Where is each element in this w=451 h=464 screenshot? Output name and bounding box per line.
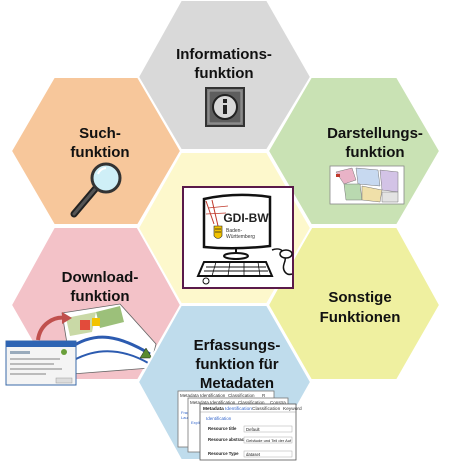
- form-field1-value: Default: [246, 427, 260, 432]
- hex-darstellungsfunktion-line1: Darstellungs-: [327, 125, 423, 142]
- form-field3-value: dataset: [246, 452, 261, 457]
- form-side2: Lauf: [181, 415, 190, 420]
- form-section: Identification: [206, 416, 232, 421]
- hex-erfassungsfunktion-line3: Metadaten: [200, 375, 274, 392]
- hex-suchfunktion: Such- funktion: [9, 76, 183, 226]
- form-mid-tab2: Identification: [210, 400, 236, 405]
- form-side3: Expli: [191, 420, 200, 425]
- hex-sonstige-line2: Funktionen: [320, 309, 401, 326]
- logo-sub2: Württemberg: [226, 234, 255, 240]
- form-field2-label: Resource abstract: [208, 437, 246, 442]
- form-back-tab4: R: [262, 393, 266, 398]
- form-back-tab3: Classification: [228, 393, 255, 398]
- hex-downloadfunktion-line1: Download-: [62, 269, 139, 286]
- hex-informationsfunktion-line1: Informations-: [176, 46, 272, 63]
- hex-erfassungsfunktion-line2: funktion für: [195, 356, 278, 373]
- hex-darstellungsfunktion: Darstellungs- funktion: [266, 76, 442, 226]
- hex-informationsfunktion: Informations- funktion: [136, 0, 313, 151]
- logo-sub1: Baden-: [226, 228, 242, 234]
- form-mid-tab4: Constra: [270, 400, 286, 405]
- hex-informationsfunktion-line2: funktion: [194, 65, 253, 82]
- form-back-tab2: Identification: [200, 393, 226, 398]
- form-front-tab1: Metadata: [203, 406, 224, 412]
- info-icon: [205, 87, 245, 127]
- logo-text: GDI-BW: [223, 211, 269, 225]
- form-front-tab4: Keyword: [283, 406, 302, 412]
- form-field1-label: Resource title: [208, 426, 237, 431]
- hex-erfassungsfunktion-line1: Erfassungs-: [194, 337, 281, 354]
- hex-suchfunktion-line1: Such-: [79, 125, 121, 142]
- form-front-tab2: Identification: [225, 406, 252, 412]
- form-side1: Frage: [181, 410, 192, 415]
- metadata-form-thumbnail: Metadata Identification Classification R…: [177, 390, 302, 461]
- hex-downloadfunktion-line2: funktion: [70, 288, 129, 305]
- coat-of-arms-icon: [213, 225, 223, 239]
- form-field3-label: Resource Type: [208, 451, 239, 456]
- form-back-tab1: Metadata: [180, 393, 199, 398]
- hex-darstellungsfunktion-line2: funktion: [345, 144, 404, 161]
- map-thumbnail: [329, 165, 405, 205]
- form-field2-value: Gebäude und Teil der Auf: [246, 438, 292, 443]
- hex-erfassungsfunktion: Erfassungs- funktion für Metadaten Metad…: [136, 304, 313, 461]
- hex-downloadfunktion: Download- funktion: [5, 226, 183, 386]
- form-mid-tab3: Classification: [238, 400, 265, 405]
- download-thumbnail: [5, 303, 157, 386]
- hex-center-gdi-bw: GDI-BW Baden- Württemberg: [136, 151, 313, 305]
- hex-suchfunktion-line2: funktion: [70, 144, 129, 161]
- form-front-tab3: Classification: [252, 406, 281, 412]
- magnifier-icon: [70, 162, 122, 218]
- hex-sonstige-line1: Sonstige: [328, 289, 391, 306]
- form-mid-tab1: Metadata: [190, 400, 209, 405]
- gdi-bw-logo: GDI-BW Baden- Württemberg: [213, 211, 269, 240]
